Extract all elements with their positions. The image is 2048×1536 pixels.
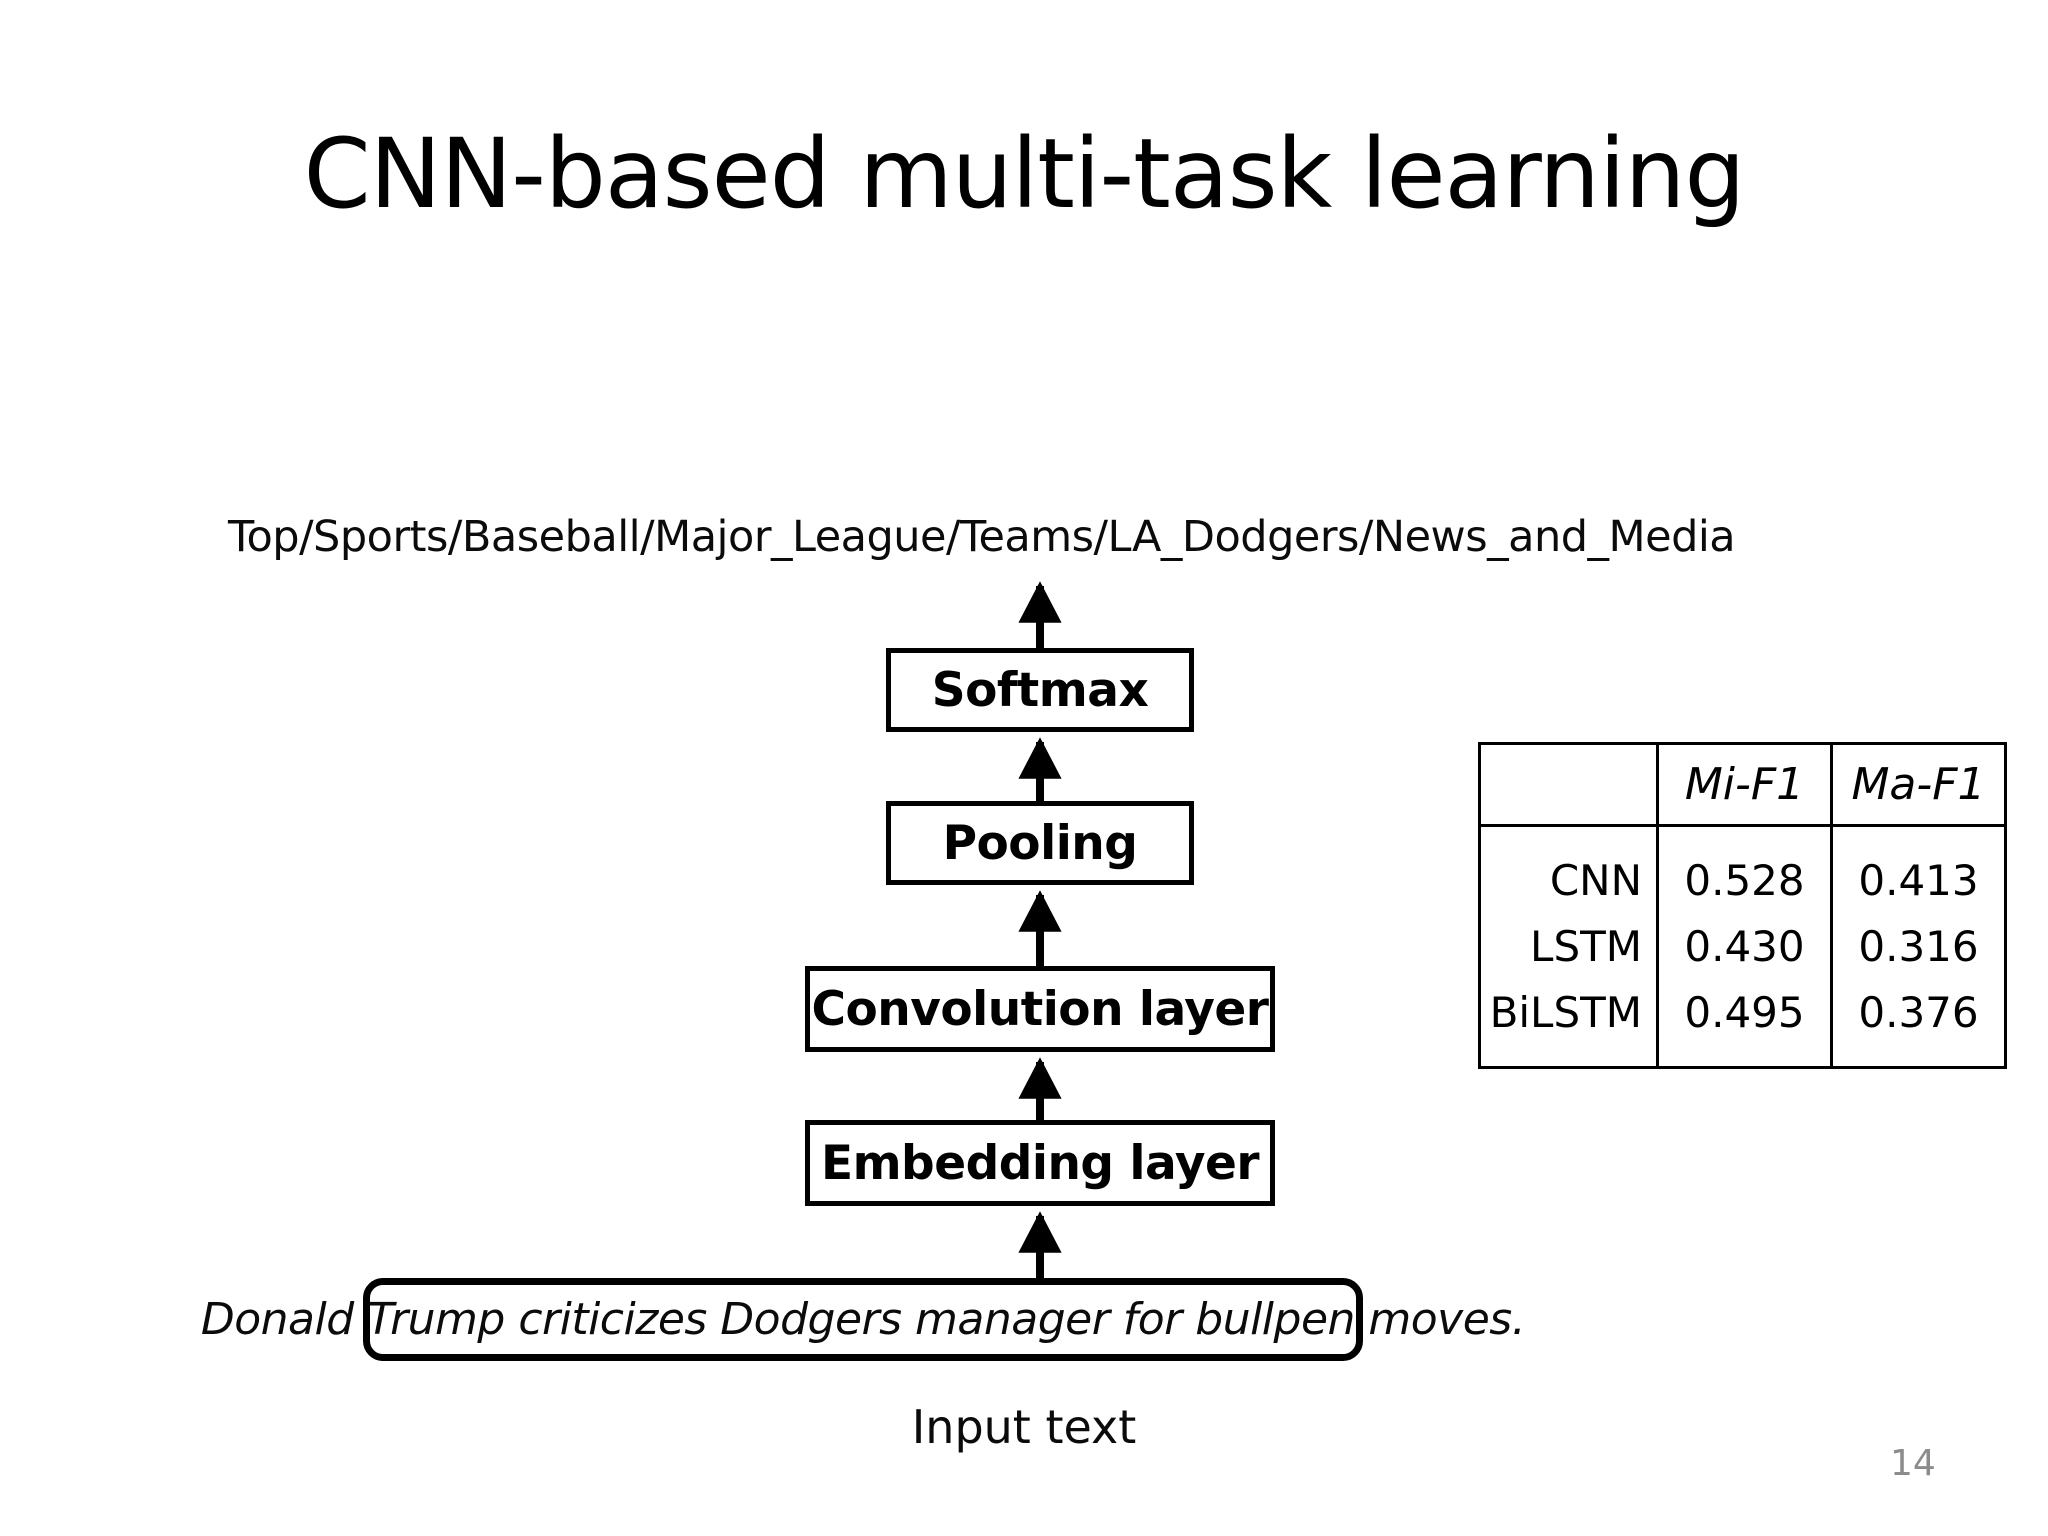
table-corner-cell: [1479, 743, 1658, 827]
table-header-row: Mi-F1 Ma-F1: [1479, 743, 2006, 827]
table-cell-model: BiLSTM: [1489, 988, 1642, 1037]
spacer-cell: [1656, 1045, 1832, 1068]
spacer-cell: [1830, 1045, 2006, 1068]
spacer-cell: [1480, 1046, 1658, 1068]
table-cell-ma-f1: 0.413: [1830, 847, 2006, 914]
table-cell-model: LSTM: [1530, 922, 1642, 971]
table-cell-mi-f1: 0.495: [1656, 979, 1832, 1046]
page-number: 14: [1890, 1443, 1936, 1484]
spacer-cell: [1830, 825, 2006, 848]
table-header-ma-f1: Ma-F1: [1830, 743, 2006, 827]
output-category-path: Top/Sports/Baseball/Major_League/Teams/L…: [228, 512, 1736, 562]
page-title: CNN-based multi-task learning: [303, 118, 1746, 230]
table-row: CNN 0.528 0.413: [1480, 847, 2006, 914]
table-header-mi-f1: Mi-F1: [1656, 743, 1832, 827]
spacer-cell: [1480, 826, 1658, 848]
table-spacer-row-top: [1480, 825, 2006, 848]
flow-node-pooling: Pooling: [886, 801, 1194, 885]
table-cell-mi-f1: 0.528: [1656, 847, 1832, 914]
table-cell-ma-f1: 0.316: [1830, 913, 2006, 980]
table-cell-model: CNN: [1549, 856, 1642, 905]
table-cell-ma-f1: 0.376: [1830, 979, 2006, 1046]
spacer-cell: [1656, 825, 1832, 848]
flow-node-convolution-layer: Convolution layer: [805, 966, 1275, 1052]
flow-node-softmax: Softmax: [886, 648, 1194, 732]
table-row: BiLSTM 0.495 0.376: [1480, 979, 2006, 1046]
flow-node-embedding-layer: Embedding layer: [805, 1120, 1275, 1206]
table-cell-mi-f1: 0.430: [1656, 913, 1832, 980]
input-text-node: Donald Trump criticizes Dodgers manager …: [201, 1278, 1526, 1361]
input-text-caption: Input text: [911, 1400, 1137, 1454]
table-spacer-row-bottom: [1480, 1045, 2006, 1068]
table-row: LSTM 0.430 0.316: [1480, 913, 2006, 980]
results-table: Mi-F1 Ma-F1 CNN 0.528 0.413 LSTM 0.430 0…: [1478, 742, 2007, 1069]
